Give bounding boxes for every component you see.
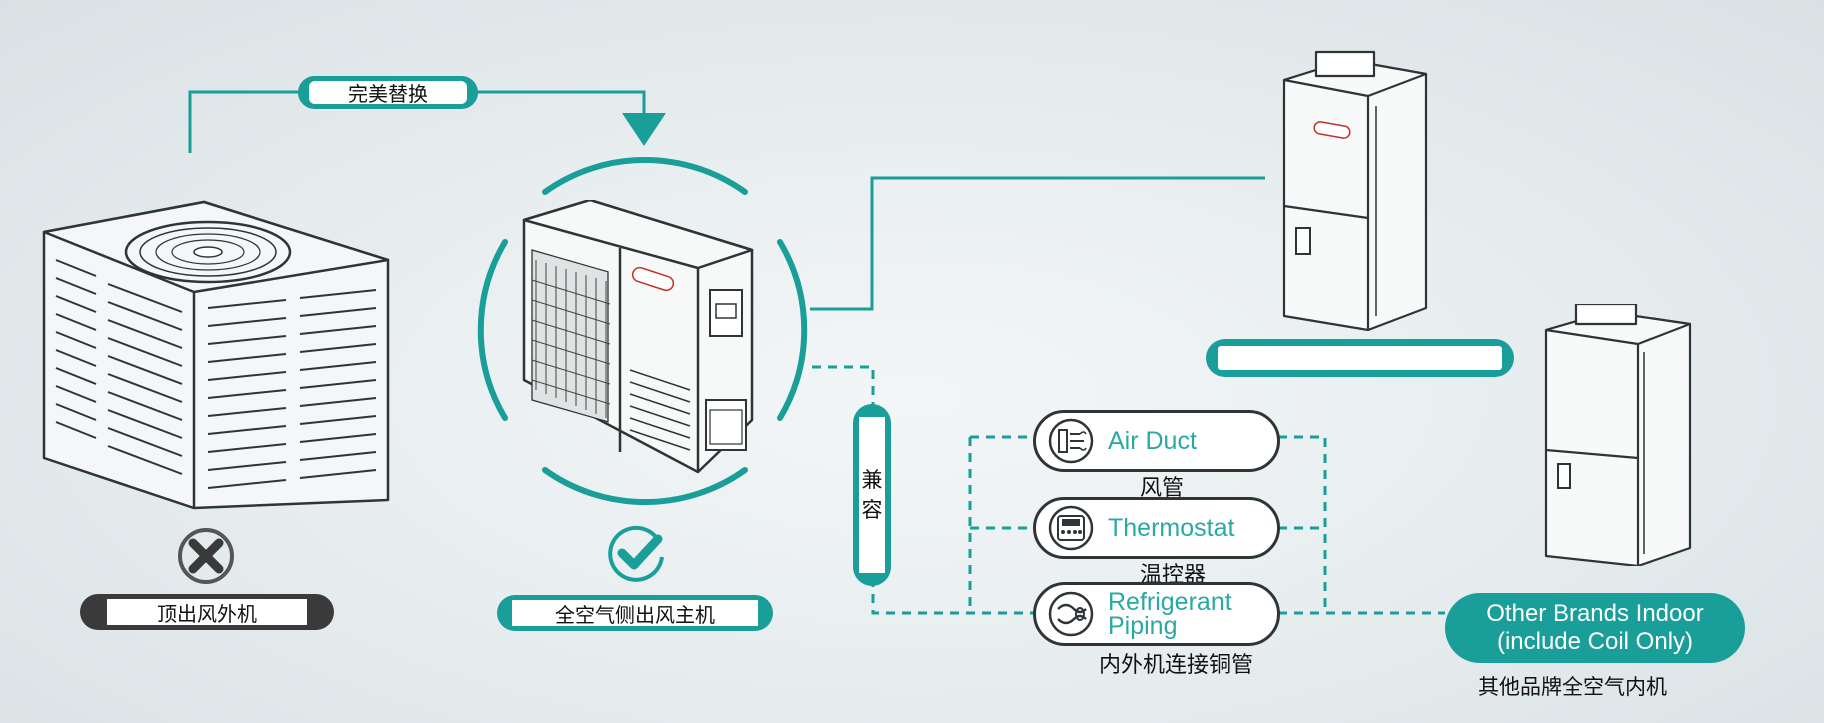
new-unit-label: 全空气侧出风主机 [497, 595, 773, 631]
refrigerant-piping-icon [1048, 591, 1094, 637]
top-discharge-outdoor-unit [42, 200, 390, 510]
compatible-tag: 兼 容 [853, 404, 891, 586]
other-brands-line1: Other Brands Indoor [1486, 600, 1704, 627]
compatible-tag-line1: 兼 [861, 468, 883, 492]
replace-line-left [188, 90, 300, 153]
replace-line-right [477, 90, 646, 113]
luoman-indoor-unit [1282, 50, 1428, 331]
compatible-tag-line2: 容 [861, 498, 883, 522]
own-indoor-label [1206, 339, 1514, 377]
feature-refrigerant-piping: Refrigerant Piping [1033, 582, 1280, 646]
feature-air-duct-label: Air Duct [1108, 427, 1197, 455]
other-brands-indoor-pill: Other Brands Indoor (include Coil Only) [1445, 593, 1745, 663]
own-indoor-label-text [1218, 346, 1502, 370]
feature-refrigerant-piping-caption: 内外机连接铜管 [1099, 653, 1254, 678]
side-discharge-outdoor-unit [522, 200, 754, 474]
replace-tag: 完美替换 [298, 76, 478, 109]
new-unit-label-text: 全空气侧出风主机 [512, 600, 758, 627]
air-duct-icon [1048, 418, 1094, 464]
compat-dashed-lines [812, 365, 1445, 615]
other-brand-indoor-unit [1544, 304, 1692, 566]
thermostat-icon [1048, 505, 1094, 551]
feature-air-duct: Air Duct [1033, 410, 1280, 472]
other-brands-line2: (include Coil Only) [1496, 628, 1694, 655]
old-unit-label: 顶出风外机 [80, 594, 334, 630]
replace-arrow-head [622, 113, 666, 146]
feature-thermostat: Thermostat [1033, 497, 1280, 559]
highlight-ring [477, 156, 808, 506]
indoor-solid-line [810, 176, 1265, 311]
replace-tag-label: 完美替换 [309, 81, 467, 106]
feature-refrigerant-piping-label: Refrigerant Piping [1108, 588, 1232, 640]
check-circle-icon [608, 525, 664, 582]
cross-circle-icon [178, 528, 234, 584]
old-unit-label-text: 顶出风外机 [107, 599, 307, 626]
other-brands-caption: 其他品牌全空气内机 [1478, 675, 1667, 699]
feature-thermostat-label: Thermostat [1108, 514, 1235, 542]
